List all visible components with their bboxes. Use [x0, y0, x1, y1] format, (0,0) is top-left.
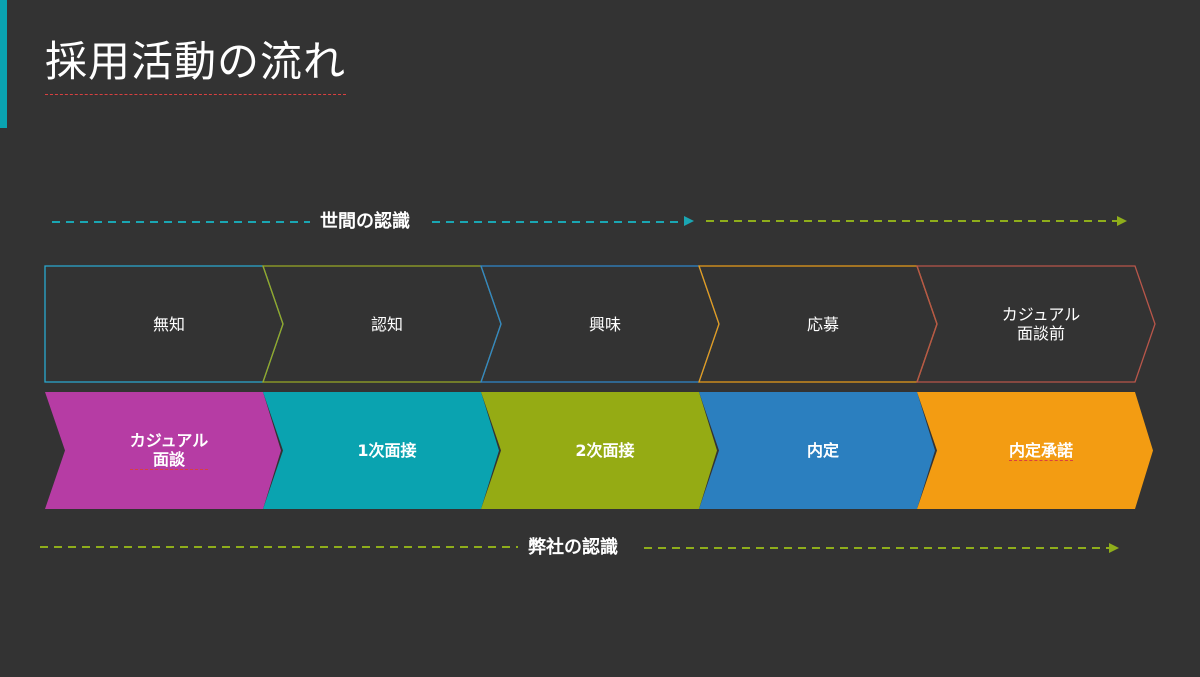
- company-perception-label: 弊社の認識: [518, 536, 628, 560]
- top-stage-label-4: 応募: [719, 266, 927, 382]
- top-stage-label-3: 興味: [501, 266, 709, 382]
- bottom-stage-text-3: 2次面接: [575, 441, 635, 460]
- page-title: 採用活動の流れ: [45, 30, 347, 95]
- bottom-stage-shape-5: [917, 392, 1153, 509]
- top-stage-label-5: カジュアル 面談前: [937, 266, 1145, 382]
- bottom-stage-label-1: カジュアル 面談: [65, 392, 273, 509]
- top-stage-text-4: 応募: [806, 314, 839, 334]
- bottom-stage-label-5: 内定承諾: [937, 392, 1145, 509]
- bottom-stage-shape-1: [45, 392, 281, 509]
- top-stage-text-2: 認知: [370, 314, 403, 334]
- bottom-stage-text-5: 内定承諾: [1008, 440, 1073, 461]
- top-stage-shape-5: [916, 265, 1156, 383]
- bottom-stage-label-2: 1次面接: [283, 392, 491, 509]
- company-arrow-head: [1109, 543, 1119, 553]
- top-stage-text-1: 無知: [152, 314, 185, 334]
- bottom-stage-label-3: 2次面接: [501, 392, 709, 509]
- bottom-stage-text-1: カジュアル 面談: [129, 431, 209, 470]
- world-arrow-mid-head: [684, 216, 694, 226]
- top-stage-label-1: 無知: [65, 266, 273, 382]
- world-perception-label: 世間の認識: [310, 210, 420, 234]
- bottom-stage-label-4: 内定: [719, 392, 927, 509]
- bottom-stage-shape-2: [263, 392, 499, 509]
- bottom-stage-text-4: 内定: [806, 441, 839, 460]
- bottom-stage-shape-3: [481, 392, 717, 509]
- bottom-stage-row: [45, 392, 1153, 509]
- world-arrow-right-head: [1117, 216, 1127, 226]
- top-stage-text-5: カジュアル 面談前: [1001, 305, 1081, 343]
- top-stage-text-3: 興味: [588, 314, 621, 334]
- bottom-stage-text-2: 1次面接: [357, 441, 417, 460]
- accent-bar: [0, 0, 7, 128]
- top-stage-label-2: 認知: [283, 266, 491, 382]
- top-stage-row: [44, 265, 1156, 383]
- bottom-stage-shape-4: [699, 392, 935, 509]
